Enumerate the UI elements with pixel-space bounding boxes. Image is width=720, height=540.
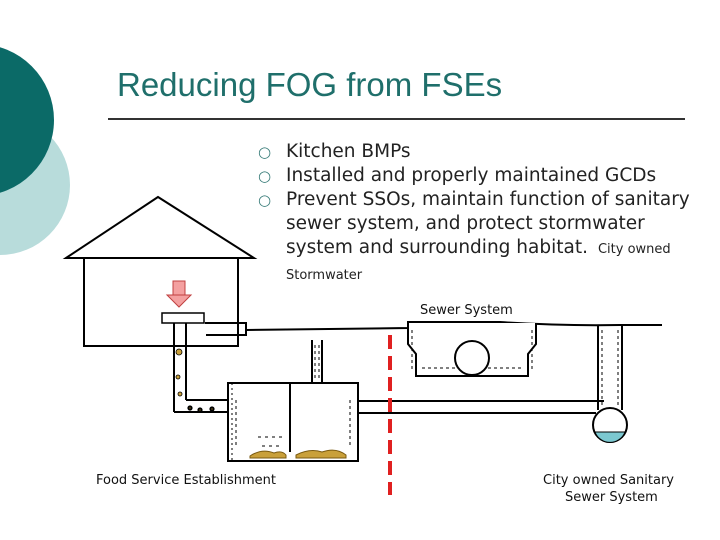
decor-dark-circle <box>0 47 54 193</box>
storm-pipe-circle <box>454 340 490 376</box>
bullet-item: ○ Prevent SSOs, maintain function of sani… <box>258 188 698 288</box>
title-divider <box>108 118 685 120</box>
food-service-building <box>62 195 258 347</box>
house-roof <box>62 195 258 259</box>
bullet-text: Prevent SSOs, maintain function of sanit… <box>286 189 690 258</box>
drain-to-interceptor <box>174 399 228 413</box>
bullet-item: ○ Installed and properly maintained GCDs <box>258 164 698 188</box>
stormwater-label-line1: City owned Stormwater <box>286 242 671 283</box>
house-wall <box>83 257 239 347</box>
ground-surface <box>245 321 662 331</box>
sewage-flow <box>594 431 626 443</box>
interceptor-access-pipes <box>311 340 323 383</box>
hollow-circle-bullet-icon: ○ <box>258 191 272 209</box>
sanitary-manhole <box>592 325 628 443</box>
sanitary-label-line2: Sewer System <box>565 490 658 505</box>
bullet-text: Kitchen BMPs <box>286 141 411 162</box>
down-arrow-icon <box>165 280 193 308</box>
slide-title: Reducing FOG from FSEs <box>117 66 503 103</box>
fse-label: Food Service Establishment <box>96 473 277 488</box>
bullet-item: ○ Kitchen BMPs <box>258 140 698 164</box>
building-drain <box>173 323 187 412</box>
grease-interceptor <box>227 382 359 462</box>
sanitary-lateral-pipe <box>358 400 604 414</box>
sink-drain <box>161 312 205 324</box>
hollow-circle-bullet-icon: ○ <box>258 167 272 185</box>
bullet-text: Installed and properly maintained GCDs <box>286 165 657 186</box>
hollow-circle-bullet-icon: ○ <box>258 143 272 161</box>
bullet-list: ○ Kitchen BMPs ○ Installed and properly ma… <box>258 140 698 288</box>
grease-layer <box>249 450 287 459</box>
stormwater-label-line2: Sewer System <box>420 303 513 318</box>
storm-drain-inlet <box>407 323 537 377</box>
sanitary-label-line1: City owned Sanitary <box>543 473 674 488</box>
